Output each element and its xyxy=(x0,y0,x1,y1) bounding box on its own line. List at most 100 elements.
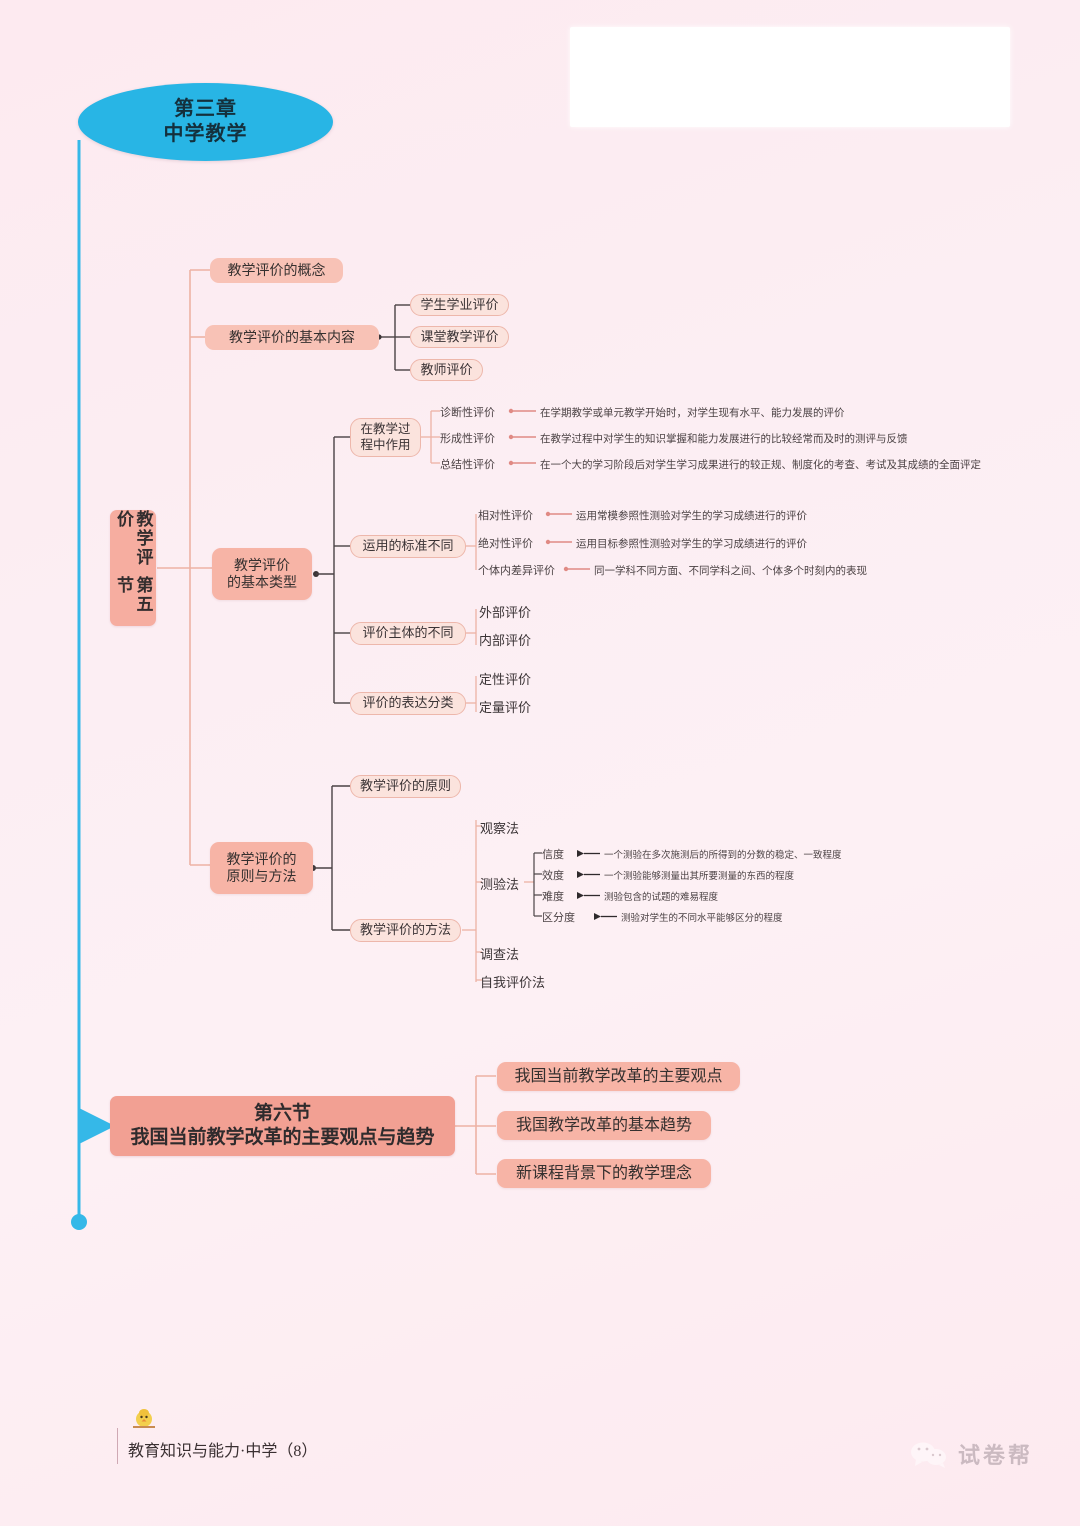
label: 运用目标参照性测验对学生的学习成绩进行的评价 xyxy=(576,538,807,550)
node-section6: 第六节 我国当前教学改革的主要观点与趋势 xyxy=(110,1096,455,1156)
label: 在教学过 程中作用 xyxy=(360,421,411,452)
footer-divider xyxy=(117,1428,118,1464)
leaf-test-method: 测验法 xyxy=(480,874,519,893)
leaf-reliability: 信度 xyxy=(542,846,564,862)
label: 在学期教学或单元教学开始时，对学生现有水平、能力发展的评价 xyxy=(540,407,845,419)
label: 教师评价 xyxy=(420,361,473,377)
desc-reliability: 一个测验在多次施测后的所得到的分数的稳定、一致程度 xyxy=(604,847,842,861)
node-basic-types: 教学评价 的基本类型 xyxy=(212,548,312,600)
wechat-bubble-icon xyxy=(911,1442,946,1468)
label: 调查法 xyxy=(480,947,520,962)
chapter-title-ellipse: 第三章 中学教学 xyxy=(78,83,333,161)
node-student-academic-eval: 学生学业评价 xyxy=(410,294,509,316)
label: 绝对性评价 xyxy=(478,538,533,550)
label: 我国当前教学改革的主要观点 xyxy=(514,1067,723,1085)
label: 我国教学改革的基本趋势 xyxy=(515,1116,692,1134)
chick-mascot-icon xyxy=(133,1409,155,1428)
label: 自我评价法 xyxy=(480,975,546,990)
node-basic-content-label: 教学评价的基本内容 xyxy=(229,328,355,345)
label: 诊断性评价 xyxy=(440,407,495,419)
label: 教育知识与能力·中学（8） xyxy=(128,1443,318,1460)
label: 一个测验在多次施测后的所得到的分数的稳定、一致程度 xyxy=(604,850,842,861)
label: 总结性评价 xyxy=(440,459,495,471)
label: 外部评价 xyxy=(479,605,532,620)
label: 测验对学生的不同水平能够区分的程度 xyxy=(621,913,783,924)
chapter-line2: 中学教学 xyxy=(163,123,248,145)
leaf-absolute-eval: 绝对性评价 xyxy=(478,535,533,551)
label: 运用常模参照性测验对学生的学习成绩进行的评价 xyxy=(576,510,807,522)
desc-relative-eval: 运用常模参照性测验对学生的学习成绩进行的评价 xyxy=(576,508,807,523)
node-role-in-teaching-process: 在教学过 程中作用 xyxy=(350,418,421,457)
label: 教学评价的方法 xyxy=(359,922,451,938)
label: 同一学科不同方面、不同学科之间、个体多个时刻内的表现 xyxy=(594,565,867,577)
node-new-curriculum-concept: 新课程背景下的教学理念 xyxy=(497,1159,711,1188)
desc-intra-individual-eval: 同一学科不同方面、不同学科之间、个体多个时刻内的表现 xyxy=(594,563,867,578)
leaf-survey-method: 调查法 xyxy=(480,944,519,963)
chapter-line1: 第三章 xyxy=(174,98,237,120)
label: 内部评价 xyxy=(479,633,532,648)
label: 信度 xyxy=(542,849,564,861)
leaf-quantitative-eval: 定量评价 xyxy=(479,697,531,716)
node-basic-types-label: 教学评价 的基本类型 xyxy=(227,556,297,591)
node-evaluation-principles: 教学评价的原则 xyxy=(350,775,461,798)
label: 评价主体的不同 xyxy=(362,625,454,641)
node-classroom-teaching-eval: 课堂教学评价 xyxy=(410,326,509,348)
node-reform-basic-trends: 我国教学改革的基本趋势 xyxy=(497,1111,711,1140)
desc-summative-eval: 在一个大的学习阶段后对学生学习成果进行的较正规、制度化的考查、考试及其成绩的全面… xyxy=(540,457,981,472)
leaf-validity: 效度 xyxy=(542,867,564,883)
label: 定性评价 xyxy=(479,672,532,687)
leaf-formative-eval: 形成性评价 xyxy=(440,430,495,446)
label: 观察法 xyxy=(480,821,520,836)
label: 区分度 xyxy=(542,912,575,924)
desc-validity: 一个测验能够测量出其所要测量的东西的程度 xyxy=(604,868,794,882)
leaf-self-evaluation-method: 自我评价法 xyxy=(480,972,545,991)
label: 难度 xyxy=(542,891,564,903)
label: 评价的表达分类 xyxy=(362,695,454,711)
node-principles-and-methods: 教学评价的 原则与方法 xyxy=(210,842,313,894)
label: 定量评价 xyxy=(479,700,532,715)
node-teacher-eval: 教师评价 xyxy=(410,359,483,381)
leaf-qualitative-eval: 定性评价 xyxy=(479,669,531,688)
label: 测验法 xyxy=(480,877,520,892)
leaf-observation-method: 观察法 xyxy=(480,818,519,837)
section6-line1: 第六节 xyxy=(253,1103,311,1125)
node-different-standards: 运用的标准不同 xyxy=(350,535,466,558)
node-evaluation-concept-label: 教学评价的概念 xyxy=(227,261,326,278)
label: 运用的标准不同 xyxy=(362,538,454,554)
label: 个体内差异评价 xyxy=(478,565,555,577)
section5-tab: 教学评价 第五节 xyxy=(110,510,156,626)
leaf-discrimination: 区分度 xyxy=(542,909,575,925)
section5-number-label: 第五节 xyxy=(114,576,153,615)
section5-topic-label: 教学评价 xyxy=(114,510,153,567)
label: 测验包含的试题的难易程度 xyxy=(604,892,719,903)
blank-white-box xyxy=(570,27,1010,127)
node-principles-and-methods-label: 教学评价的 原则与方法 xyxy=(226,850,297,885)
label: 形成性评价 xyxy=(440,433,495,445)
label: 学生学业评价 xyxy=(420,296,499,312)
desc-formative-eval: 在教学过程中对学生的知识掌握和能力发展进行的比较经常而及时的测评与反馈 xyxy=(540,431,908,446)
leaf-diagnostic-eval: 诊断性评价 xyxy=(440,404,495,420)
node-different-evaluators: 评价主体的不同 xyxy=(350,622,466,645)
desc-diagnostic-eval: 在学期教学或单元教学开始时，对学生现有水平、能力发展的评价 xyxy=(540,405,845,420)
node-evaluation-methods: 教学评价的方法 xyxy=(350,919,461,942)
brand-label: 试卷帮 xyxy=(958,1443,1034,1468)
leaf-internal-eval: 内部评价 xyxy=(479,630,531,649)
footer-book-line: 教育知识与能力·中学（8） xyxy=(128,1437,317,1461)
desc-absolute-eval: 运用目标参照性测验对学生的学习成绩进行的评价 xyxy=(576,536,807,551)
label: 一个测验能够测量出其所要测量的东西的程度 xyxy=(604,871,795,882)
leaf-intra-individual-eval: 个体内差异评价 xyxy=(478,562,555,578)
node-evaluation-concept: 教学评价的概念 xyxy=(210,258,343,283)
node-basic-content: 教学评价的基本内容 xyxy=(205,325,379,350)
label: 相对性评价 xyxy=(478,510,533,522)
label: 课堂教学评价 xyxy=(420,328,499,344)
desc-discrimination: 测验对学生的不同水平能够区分的程度 xyxy=(621,910,783,924)
leaf-relative-eval: 相对性评价 xyxy=(478,507,533,523)
leaf-summative-eval: 总结性评价 xyxy=(440,456,495,472)
label: 新课程背景下的教学理念 xyxy=(515,1164,692,1182)
section6-line2: 我国当前教学改革的主要观点与趋势 xyxy=(130,1127,435,1148)
node-reform-main-viewpoints: 我国当前教学改革的主要观点 xyxy=(497,1062,740,1091)
desc-difficulty: 测验包含的试题的难易程度 xyxy=(604,889,718,903)
label: 教学评价的原则 xyxy=(359,778,451,794)
label: 在一个大的学习阶段后对学生学习成果进行的较正规、制度化的考查、考试及其成绩的全面… xyxy=(540,459,981,471)
